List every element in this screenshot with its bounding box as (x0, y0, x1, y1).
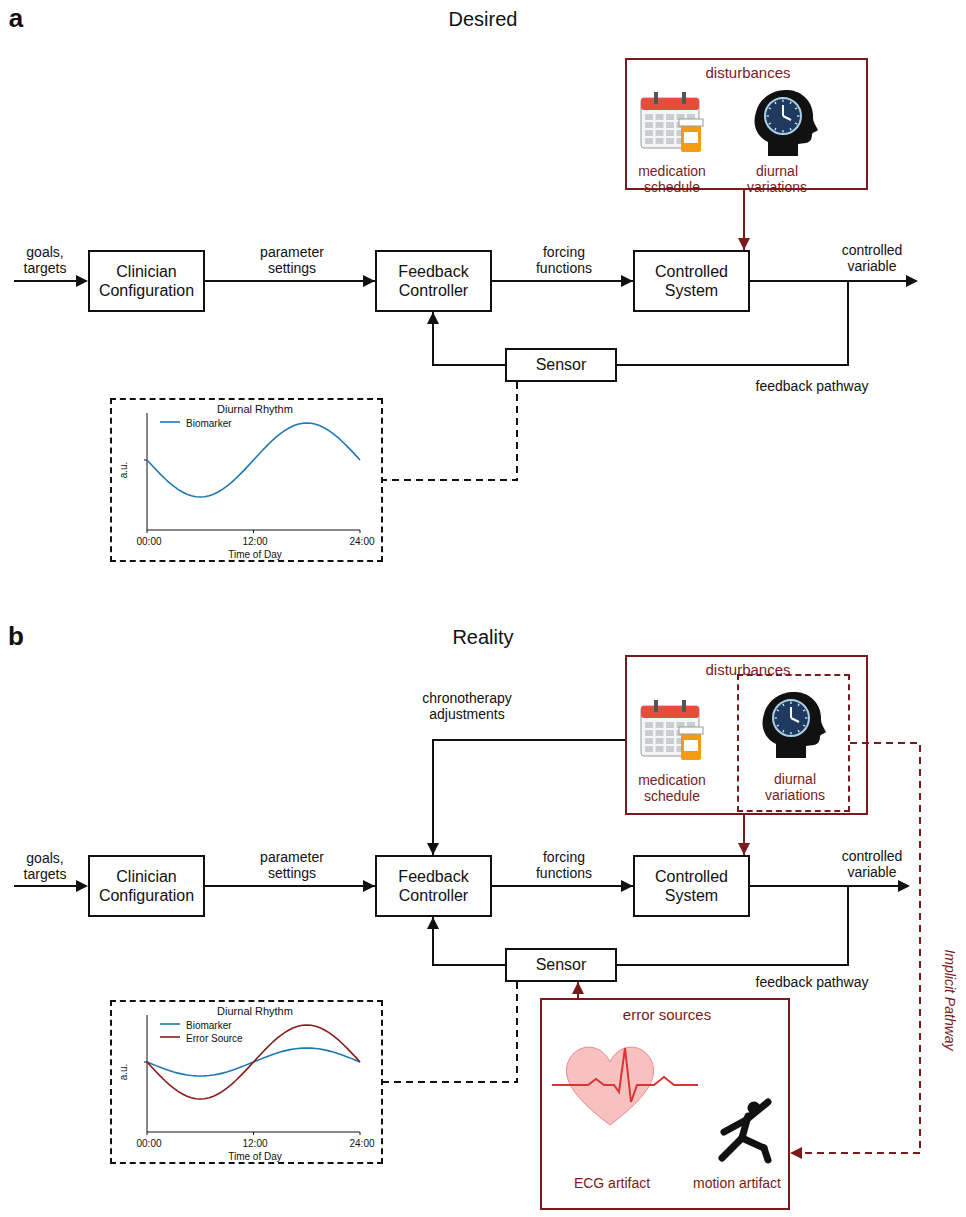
box-label: Clinician Configuration (96, 262, 197, 300)
edge-label: chronotherapy adjustments (400, 690, 534, 722)
edge-label: parameter settings (249, 849, 335, 881)
process-box: Controlled System (633, 250, 750, 312)
arrow-connector (205, 885, 375, 887)
box-label: Controlled System (641, 262, 742, 300)
item-label: diurnal variations (732, 163, 822, 195)
item-label: Biomarker (186, 1020, 232, 1032)
process-box: Feedback Controller (375, 855, 492, 917)
arrow-connector (433, 917, 505, 965)
process-box: Clinician Configuration (88, 250, 205, 312)
chart-inset: Diurnal RhythmBiomarkerError Source a.u. 0… (110, 1000, 383, 1164)
process-box: Clinician Configuration (88, 855, 205, 917)
edge-label: forcing functions (521, 849, 607, 881)
item-label: motion artifact (692, 1175, 782, 1191)
group-heading: Diurnal Rhythm (217, 1005, 293, 1018)
edge-label: Implicit Pathway (942, 947, 958, 1052)
edge-label: forcing functions (521, 244, 607, 276)
arrow-connector (492, 280, 633, 282)
diurnal-subgroup: diurnal variations (737, 674, 850, 812)
pathway-label: feedback pathway (756, 974, 869, 990)
group-heading: diurnal variations (745, 771, 845, 803)
item-label: ECG artifact (567, 1175, 657, 1191)
output-label: controlled variable (832, 848, 912, 880)
item-label: medication schedule (627, 772, 717, 804)
arrow-connector (577, 982, 579, 998)
chart-inset: Diurnal RhythmBiomarker a.u. 00:00 12:00 24:… (110, 398, 383, 562)
box-label: Feedback Controller (383, 262, 484, 300)
dashed-connector (383, 382, 517, 480)
process-box: Controlled System (633, 855, 750, 917)
output-label: controlled variable (832, 242, 912, 274)
arrow-connector (433, 740, 625, 855)
edge-label: parameter settings (249, 244, 335, 276)
rhythm-chart (144, 1015, 360, 1135)
box-label: Sensor (536, 355, 587, 374)
box-label: Controlled System (641, 867, 742, 905)
input-label: goals, targets (9, 850, 81, 882)
item-label: a.u. (118, 462, 130, 479)
io-arrow (14, 275, 88, 287)
pathway-label: feedback pathway (756, 378, 869, 394)
calendar-icon (641, 92, 703, 152)
group-heading: Diurnal Rhythm (217, 403, 293, 416)
item-label: medication schedule (627, 163, 717, 195)
panel-title: Desired (449, 8, 518, 31)
dashed-connector (790, 743, 920, 1153)
disturbance-group: disturbancesmedication schedulediurnal v… (625, 655, 868, 815)
item-label: Error Source (186, 1033, 243, 1045)
head-clock-icon (763, 692, 827, 758)
item-label: 00:00 (136, 1138, 161, 1150)
head-clock-icon (755, 90, 819, 156)
dashed-connector (383, 982, 517, 1082)
arrow-connector (743, 190, 745, 250)
group-heading: disturbances (705, 64, 790, 81)
item-label: Biomarker (186, 418, 232, 430)
motion-figure-icon (722, 1102, 768, 1161)
box-label: Sensor (536, 955, 587, 974)
rhythm-chart (144, 413, 360, 533)
panel-title: Reality (452, 626, 513, 649)
sensor-box: Sensor (505, 348, 617, 382)
item-label: a.u. (118, 1064, 130, 1081)
item-label: 24:00 (349, 1138, 374, 1150)
error-source-group: error sourcesECG artifact motion artifact (540, 998, 790, 1210)
item-label: 12:00 (242, 536, 267, 548)
process-box: Feedback Controller (375, 250, 492, 312)
arrow-connector (743, 815, 745, 855)
group-heading: error sources (623, 1006, 711, 1023)
arrow-connector (433, 312, 505, 365)
item-label: Time of Day (228, 1151, 282, 1163)
box-label: Feedback Controller (383, 867, 484, 905)
item-label: 00:00 (136, 536, 161, 548)
panel-letter: b (8, 622, 24, 652)
arrow-connector (205, 280, 375, 282)
item-label: 24:00 (349, 536, 374, 548)
arrow-connector (492, 885, 633, 887)
calendar-icon (641, 700, 703, 760)
input-label: goals, targets (9, 244, 81, 276)
box-label: Clinician Configuration (96, 867, 197, 905)
item-label: Time of Day (228, 549, 282, 561)
sensor-box: Sensor (505, 948, 617, 982)
disturbance-group: disturbancesmedication schedulediurnal v… (625, 58, 868, 190)
ecg-heart-icon (552, 1047, 698, 1125)
panel-letter: a (9, 4, 23, 34)
item-label: 12:00 (242, 1138, 267, 1150)
